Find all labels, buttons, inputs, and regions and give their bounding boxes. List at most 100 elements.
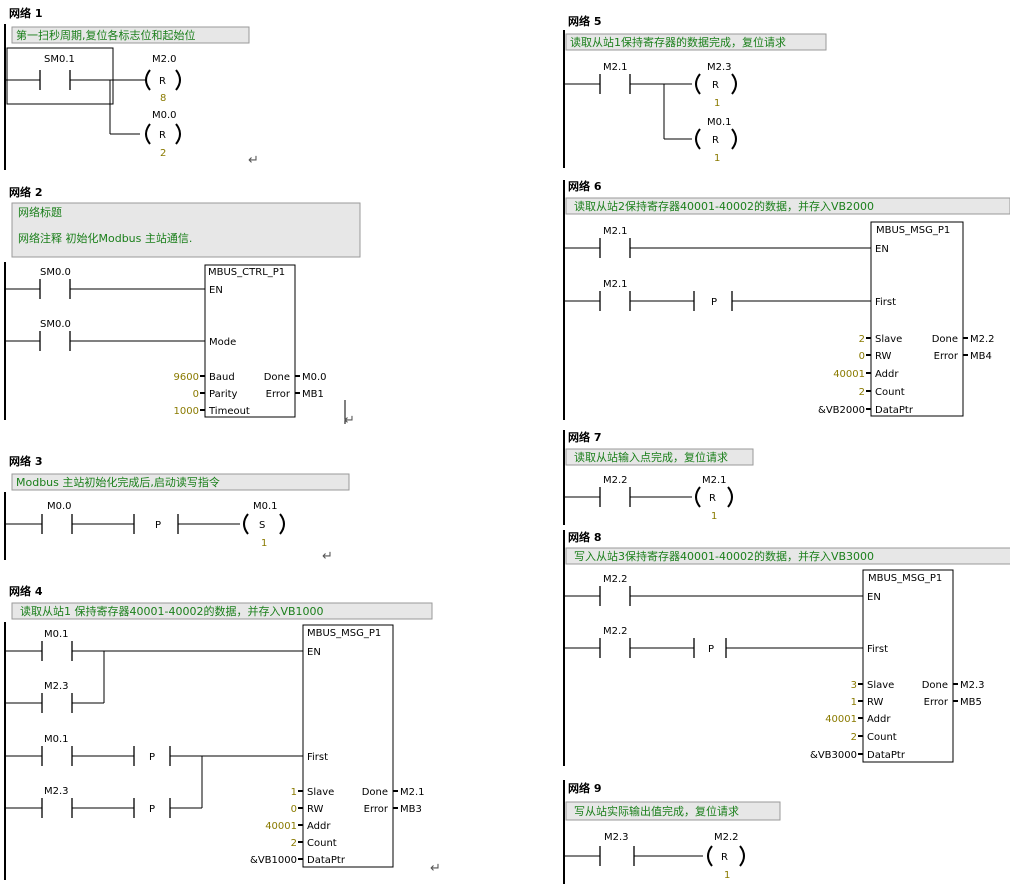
contact-sm0-0-a[interactable]: SM0.0 (5, 267, 205, 299)
svg-text:P: P (711, 297, 717, 308)
network-4[interactable]: 网络 4 读取从站1 保持寄存器40001-40002的数据，并存入VB1000… (4, 584, 441, 880)
svg-text:M0.1: M0.1 (44, 734, 69, 745)
svg-text:2: 2 (291, 838, 297, 849)
svg-text:1: 1 (261, 538, 267, 549)
network-9[interactable]: 网络 9 写从站实际输出值完成，复位请求 M2.3 M2.2 R 1 (563, 780, 781, 884)
svg-text:Error: Error (924, 697, 949, 708)
network-comment: 第一扫秒周期,复位各标志位和起始位 (16, 28, 196, 42)
svg-text:First: First (867, 644, 888, 655)
contact-m2-2-en[interactable]: M2.2 (564, 574, 863, 606)
svg-text:网络标题: 网络标题 (18, 205, 62, 219)
contact-m2-3[interactable]: M2.3 (564, 832, 703, 866)
svg-text:1: 1 (711, 511, 717, 522)
network-title: 网络 3 (9, 454, 42, 468)
svg-text:Slave: Slave (875, 334, 902, 345)
svg-text:2: 2 (859, 387, 865, 398)
svg-text:写从站实际输出值完成，复位请求: 写从站实际输出值完成，复位请求 (574, 804, 739, 818)
svg-text:网络注释 初始化Modbus 主站通信.: 网络注释 初始化Modbus 主站通信. (18, 231, 192, 245)
network-comment-box (565, 197, 1010, 215)
svg-text:9600: 9600 (174, 372, 199, 383)
contact-sm0-0-b[interactable]: SM0.0 (5, 319, 205, 351)
mbus-msg-block[interactable]: MBUS_MSG_P1 EN First Slave RW Addr Count… (818, 221, 995, 417)
svg-text:3: 3 (851, 680, 857, 691)
svg-text:Modbus 主站初始化完成后,启动读写指令: Modbus 主站初始化完成后,启动读写指令 (16, 475, 220, 489)
svg-text:1: 1 (714, 98, 720, 109)
svg-text:MBUS_CTRL_P1: MBUS_CTRL_P1 (208, 267, 285, 278)
contact-m2-1[interactable]: M2.1 (564, 62, 692, 94)
coil-m0-1[interactable]: M0.1 S 1 (243, 501, 285, 549)
network-comment-box (11, 26, 250, 44)
svg-text:R: R (709, 493, 716, 504)
svg-text:EN: EN (867, 592, 881, 603)
contact-m0-0[interactable]: M0.0 (5, 501, 134, 534)
svg-text:Slave: Slave (307, 787, 334, 798)
svg-text:2: 2 (851, 732, 857, 743)
coil-m2-3[interactable]: M2.3 R 1 (695, 62, 737, 109)
svg-text:MB1: MB1 (302, 389, 324, 400)
network-2[interactable]: 网络 2 网络标题 网络注释 初始化Modbus 主站通信. SM0.0 SM0… (4, 185, 361, 428)
svg-text:M0.1: M0.1 (253, 501, 278, 512)
network-title: 网络 1 (9, 6, 42, 20)
svg-text:M2.2: M2.2 (714, 832, 739, 843)
network-8[interactable]: 网络 8 写入从站3保持寄存器40001-40002的数据，并存入VB3000 … (563, 530, 1010, 766)
contact-m2-1-first[interactable]: M2.1 P (564, 279, 871, 311)
contact-sm0-1[interactable]: SM0.1 (5, 54, 130, 90)
coil-m2-1[interactable]: M2.1 R 1 (695, 475, 733, 522)
svg-text:M0.1: M0.1 (707, 117, 732, 128)
svg-text:读取从站1保持寄存器的数据完成，复位请求: 读取从站1保持寄存器的数据完成，复位请求 (570, 35, 786, 49)
svg-text:M2.3: M2.3 (44, 786, 69, 797)
network-title: 网络 2 (9, 185, 42, 199)
svg-text:Addr: Addr (307, 821, 331, 832)
coil-m0-1[interactable]: M0.1 R 1 (695, 117, 737, 164)
network-3[interactable]: 网络 3 Modbus 主站初始化完成后,启动读写指令 M0.0 P M0.1 … (4, 454, 350, 564)
svg-text:M2.3: M2.3 (44, 681, 69, 692)
svg-text:1: 1 (851, 697, 857, 708)
contact-m0-1[interactable]: M0.1 (5, 629, 303, 661)
network-comment-box (565, 33, 827, 51)
svg-text:读取从站2保持寄存器40001-40002的数据，并存入VB: 读取从站2保持寄存器40001-40002的数据，并存入VB2000 (574, 199, 874, 213)
svg-text:DataPtr: DataPtr (307, 855, 346, 866)
svg-text:First: First (875, 297, 896, 308)
svg-text:P: P (708, 644, 714, 655)
svg-text:Parity: Parity (209, 389, 238, 400)
contact-m2-1-en[interactable]: M2.1 (564, 226, 871, 258)
svg-text:Count: Count (307, 838, 337, 849)
contact-m2-2-first[interactable]: M2.2 P (564, 626, 863, 658)
svg-text:Count: Count (867, 732, 897, 743)
svg-text:&VB2000: &VB2000 (818, 405, 865, 416)
contact-m2-3[interactable]: M2.3 (5, 651, 105, 713)
p-trigger[interactable]: P (133, 514, 240, 534)
svg-text:0: 0 (291, 804, 297, 815)
svg-text:Slave: Slave (867, 680, 894, 691)
contact-m2-2[interactable]: M2.2 (564, 475, 692, 507)
network-5[interactable]: 网络 5 读取从站1保持寄存器的数据完成，复位请求 M2.1 M2.3 R 1 … (563, 14, 827, 168)
return-icon: ↵ (344, 413, 355, 428)
svg-text:Done: Done (932, 334, 958, 345)
svg-text:读取从站输入点完成，复位请求: 读取从站输入点完成，复位请求 (574, 450, 728, 464)
coil-m2-2[interactable]: M2.2 R 1 (707, 832, 745, 881)
svg-text:M2.3: M2.3 (604, 832, 629, 843)
mbus-msg-block[interactable]: MBUS_MSG_P1 EN First Slave RW Addr Count… (810, 569, 985, 763)
svg-text:M2.3: M2.3 (707, 62, 732, 73)
network-1[interactable]: 网络 1 第一扫秒周期,复位各标志位和起始位 SM0.1 M2.0 R 8 M0… (4, 6, 259, 170)
svg-text:EN: EN (875, 244, 889, 255)
contact-m0-1-first[interactable]: M0.1 P (5, 734, 303, 766)
network-title: 网络 6 (568, 179, 602, 193)
mbus-msg-block[interactable]: MBUS_MSG_P1 EN First Slave RW Addr Count… (250, 624, 425, 868)
return-icon: ↵ (248, 153, 259, 168)
svg-text:&VB1000: &VB1000 (250, 855, 297, 866)
contact-m2-3-first[interactable]: M2.3 P (5, 756, 203, 818)
mbus-ctrl-block[interactable]: MBUS_CTRL_P1 EN Mode Baud Parity Timeout… (174, 264, 327, 418)
svg-text:MB4: MB4 (970, 351, 992, 362)
svg-text:Done: Done (362, 787, 388, 798)
svg-text:Addr: Addr (875, 369, 899, 380)
coil-m0-0[interactable]: M0.0 R 2 (145, 110, 181, 159)
coil-m2-0[interactable]: M2.0 R 8 (145, 54, 181, 104)
svg-text:EN: EN (307, 647, 321, 658)
network-6[interactable]: 网络 6 读取从站2保持寄存器40001-40002的数据，并存入VB2000 … (563, 179, 1010, 420)
svg-text:Timeout: Timeout (208, 406, 250, 417)
svg-text:0: 0 (193, 389, 199, 400)
svg-text:MB3: MB3 (400, 804, 422, 815)
network-7[interactable]: 网络 7 读取从站输入点完成，复位请求 M2.2 M2.1 R 1 (563, 430, 754, 525)
